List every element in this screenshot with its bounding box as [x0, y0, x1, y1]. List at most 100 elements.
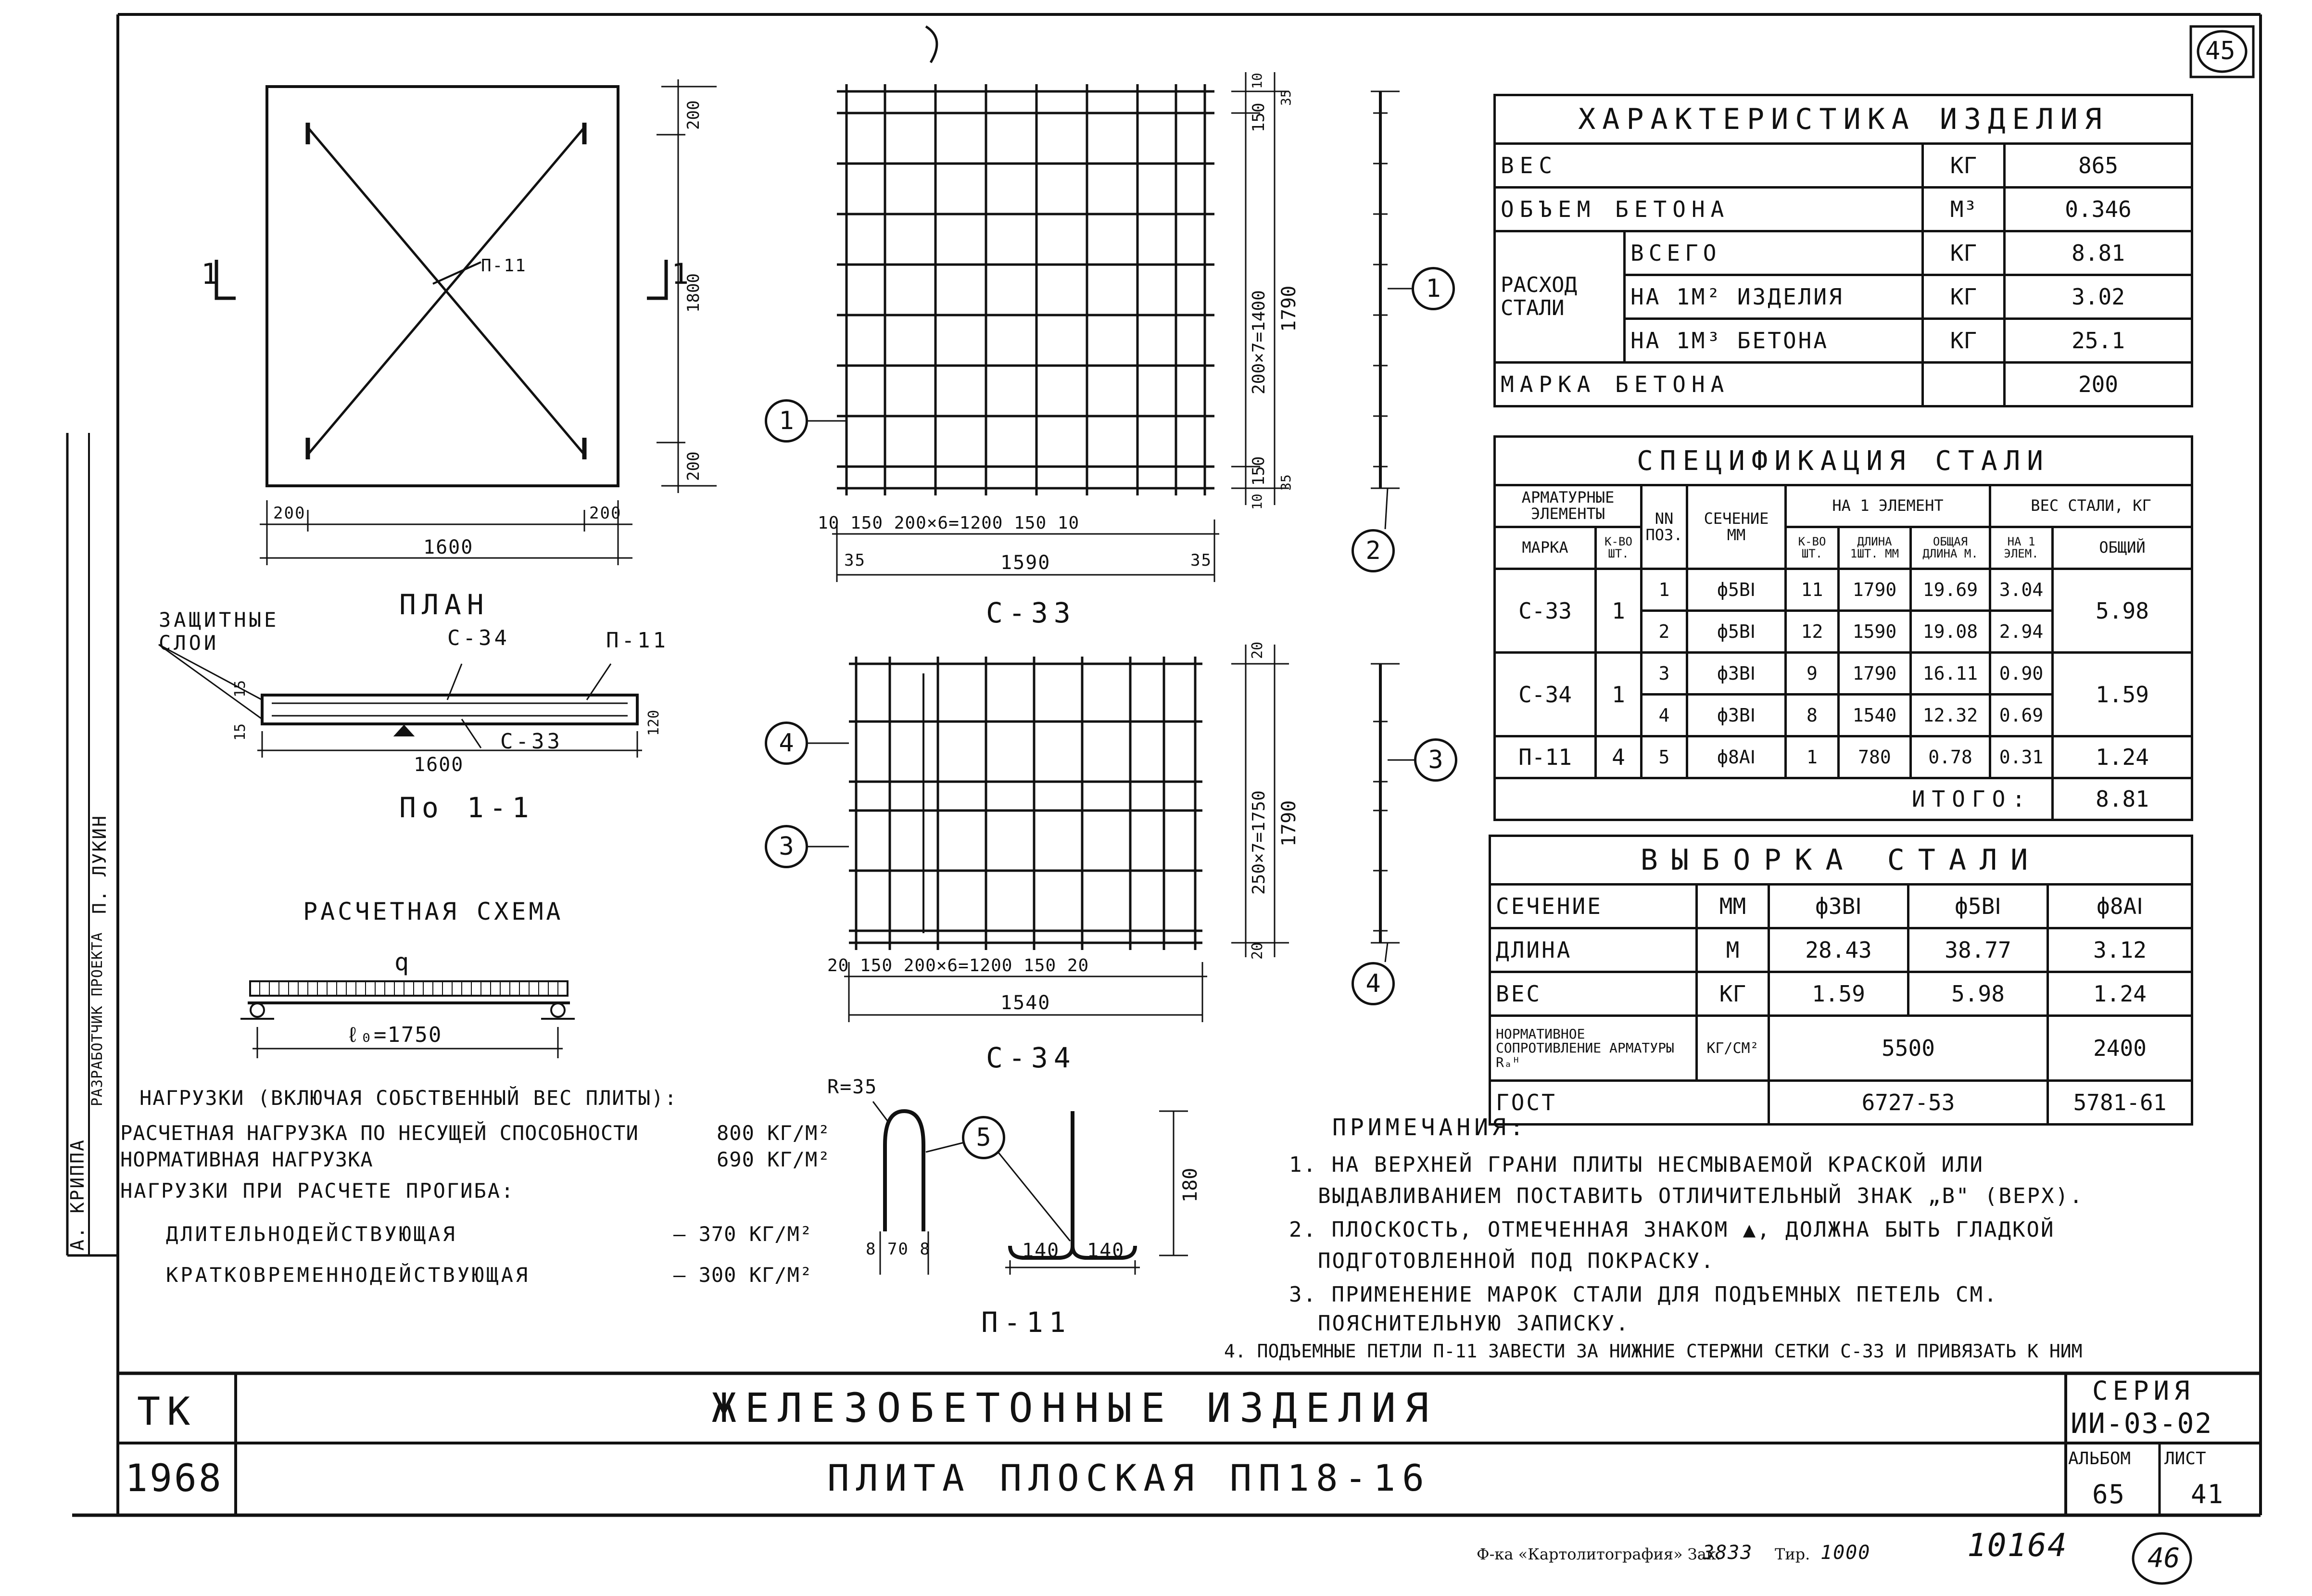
spec-mark: С-34 — [1493, 651, 1597, 737]
sel-c12: 6727-53 — [1768, 1079, 2049, 1126]
spec-pos: 5 — [1640, 735, 1688, 779]
spec-n: 11 — [1784, 568, 1840, 612]
char-row-value: 865 — [2003, 142, 2194, 189]
side-stamp-role: РАЗРАБОТЧИК ПРОЕКТА — [89, 932, 106, 1106]
p11-height: 180 — [1179, 1167, 1201, 1203]
note-3a: 3. ПРИМЕНЕНИЕ МАРОК СТАЛИ ДЛЯ ПОДЪЕМНЫХ … — [1289, 1282, 1998, 1307]
plan-title: ПЛАН — [399, 588, 490, 621]
loads-line3-label: НОРМАТИВНАЯ НАГРУЗКА — [120, 1148, 373, 1171]
note-3b: ПОЯСНИТЕЛЬНУЮ ЗАПИСКУ. — [1318, 1311, 1630, 1336]
plan-section-mark-left: 1 — [201, 257, 222, 291]
spec-total-len: 12.32 — [1909, 693, 1991, 737]
table-row: 2 ф5ВⅠ 12 1590 19.08 2.94 — [1495, 609, 2192, 654]
sel-c1: 28.43 — [1768, 927, 1909, 973]
sel-c1: ф3ВⅠ — [1768, 883, 1909, 929]
c33-dim-right-top: 150 — [1249, 102, 1268, 132]
spec-w1: 0.31 — [1989, 735, 2054, 779]
imprint-text: Ф-ка «Картолитография» Зак. — [1477, 1545, 1721, 1563]
loads-line5-value: — 370 КГ/М² — [673, 1222, 813, 1246]
loads-line1: НАГРУЗКИ (ВКЛЮЧАЯ СОБСТВЕННЫЙ ВЕС ПЛИТЫ)… — [139, 1086, 678, 1110]
c33-dim-total: 1590 — [1000, 552, 1051, 574]
sel-c12: 5500 — [1768, 1014, 2049, 1082]
spec-total-len: 0.78 — [1909, 735, 1991, 779]
sel-name: СЕЧЕНИЕ — [1489, 883, 1698, 929]
c33-dim-10-top: 10 — [1249, 73, 1265, 89]
specification-table: СПЕЦИФИКАЦИЯ СТАЛИ АРМАТУРНЫЕ ЭЛЕМЕНТЫ N… — [1493, 435, 2194, 821]
position-1-right: 1 — [1412, 267, 1455, 310]
spec-pos: 4 — [1640, 693, 1688, 737]
spec-h-mark: МАРКА — [1493, 526, 1597, 570]
plan-loop-label: П-11 — [481, 256, 527, 276]
spec-mark: П-11 — [1493, 735, 1597, 779]
char-row-unit: М³ — [1921, 186, 2006, 232]
char-row-unit: КГ — [1921, 274, 2006, 320]
sel-name: НОРМАТИВНОЕ СОПРОТИВЛЕНИЕ АРМАТУРЫ Rₐᴴ — [1489, 1014, 1698, 1082]
position-3-right: 3 — [1414, 738, 1457, 782]
c34-dim-bottom: 20 150 200×6=1200 150 20 — [827, 956, 1089, 975]
section-mesh-top: С-34 — [447, 626, 510, 650]
p11-title: П-11 — [981, 1306, 1072, 1339]
spec-sec: ф3ВⅠ — [1686, 651, 1787, 696]
p11-dim-140a: 140 — [1022, 1240, 1060, 1262]
sel-c2: 5.98 — [1907, 971, 2049, 1017]
sel-name: ВЕС — [1489, 971, 1698, 1017]
calc-scheme-span: ℓ₀=1750 — [346, 1023, 442, 1047]
imprint-number: 10164 — [1967, 1527, 2068, 1564]
spec-h-section: СЕЧЕНИЕ ММ — [1686, 484, 1787, 570]
spec-n: 1 — [1784, 735, 1840, 779]
section-mesh-bottom: С-33 — [500, 729, 563, 754]
spec-len: 780 — [1837, 735, 1912, 779]
titleblock-sheet-label: ЛИСТ — [2164, 1449, 2206, 1469]
char-row-value: 200 — [2003, 361, 2194, 407]
spec-h-len-total: ОБЩАЯ ДЛИНА М. — [1909, 526, 1991, 570]
spec-total-len: 19.08 — [1909, 609, 1991, 654]
section-title: По 1-1 — [399, 791, 535, 824]
side-stamp-name1: А. КРИППА — [67, 1139, 88, 1251]
spec-wtot: 1.24 — [2051, 735, 2194, 779]
titleblock-series: ИИ-03-02 — [2071, 1407, 2213, 1440]
c34-dim-right-total: 1790 — [1278, 800, 1300, 847]
char-row-name: ВЕС — [1493, 142, 1924, 189]
note-1a: 1. НА ВЕРХНЕЙ ГРАНИ ПЛИТЫ НЕСМЫВАЕМОЙ КР… — [1289, 1153, 1984, 1177]
section-loop: П-11 — [606, 628, 669, 653]
spec-sec: ф5ВⅠ — [1686, 609, 1787, 654]
spec-h-per-element: НА 1 ЭЛЕМЕНТ — [1784, 484, 1991, 528]
loads-line2-value: 800 КГ/М² — [717, 1121, 831, 1145]
spec-sec: ф3ВⅠ — [1686, 693, 1787, 737]
specification-title: СПЕЦИФИКАЦИЯ СТАЛИ — [1493, 435, 2194, 486]
titleblock-title2: ПЛИТА ПЛОСКАЯ ПП18-16 — [827, 1457, 1431, 1499]
plan-dim-height: 1800 — [684, 273, 703, 313]
p11-dims-left: 8 70 8 — [866, 1240, 931, 1259]
c34-dim-right-top: 20 — [1249, 641, 1266, 659]
position-4-left: 4 — [765, 722, 808, 765]
spec-wtot: 1.59 — [2051, 651, 2194, 737]
spec-pos: 2 — [1640, 609, 1688, 654]
c34-dim-total: 1540 — [1000, 992, 1051, 1014]
titleblock-sheet: 41 — [2191, 1479, 2224, 1509]
section-dim-thickness: 120 — [645, 709, 662, 736]
protective-layers-label: ЗАЩИТНЫЕ СЛОИ — [159, 608, 279, 655]
sel-c2: 38.77 — [1907, 927, 2049, 973]
c33-dim-right-bottom: 150 — [1249, 456, 1268, 486]
spec-total-len: 16.11 — [1909, 651, 1991, 696]
spec-total-value: 8.81 — [2051, 777, 2194, 821]
note-1b: ВЫДАВЛИВАНИЕМ ПОСТАВИТЬ ОТЛИЧИТЕЛЬНЫЙ ЗН… — [1318, 1184, 2084, 1208]
loads-line5-label: ДЛИТЕЛЬНОДЕЙСТВУЮЩАЯ — [166, 1222, 457, 1246]
section-dim-15b: 15 — [232, 723, 249, 741]
plan-dim-bottom-right: 200 — [684, 451, 703, 481]
note-4: 4. ПОДЪЕМНЫЕ ПЕТЛИ П-11 ЗАВЕСТИ ЗА НИЖНИ… — [1224, 1341, 2083, 1362]
sel-c2: ф5ВⅠ — [1907, 883, 2049, 929]
position-3-left: 3 — [765, 825, 808, 868]
sel-c3: 1.24 — [2046, 971, 2194, 1017]
char-row-unit — [1921, 361, 2006, 407]
char-row-value: 8.81 — [2003, 230, 2194, 276]
char-row-name: НА 1М² ИЗДЕЛИЯ — [1623, 274, 1924, 320]
sel-unit: М — [1695, 927, 1770, 973]
char-row-name: ОБЪЕМ БЕТОНА — [1493, 186, 1924, 232]
titleblock-album-label: АЛЬБОМ — [2068, 1449, 2131, 1469]
spec-h-len1: ДЛИНА 1ШТ. ММ — [1837, 526, 1912, 570]
plan-dim-right: 200 — [589, 504, 622, 523]
c33-dim-35-bottom: 35 — [1278, 474, 1294, 491]
sel-unit: КГ/СМ² — [1695, 1014, 1770, 1082]
